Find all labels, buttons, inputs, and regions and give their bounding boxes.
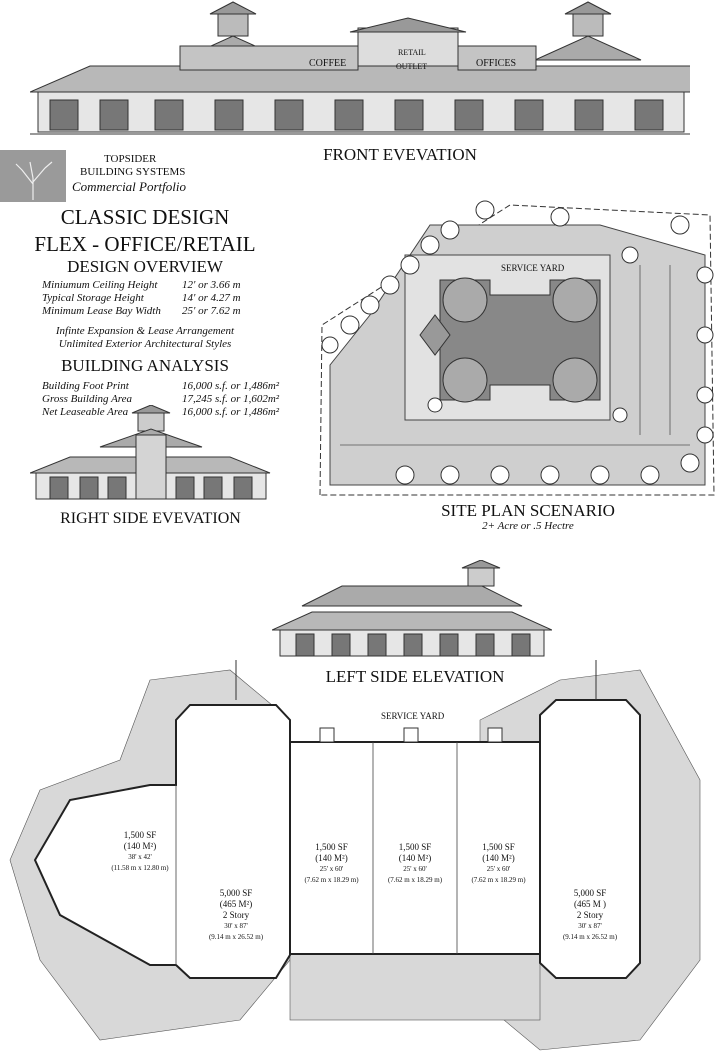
front-elevation-title: FRONT EVEVATION <box>323 145 477 164</box>
tree-icon <box>15 161 53 200</box>
left-side-title: LEFT SIDE ELEVATION <box>325 667 505 686</box>
unit-metric: (7.62 m x 18.29 m) <box>304 876 359 884</box>
unit-metric: (9.14 m x 26.52 m) <box>208 933 264 941</box>
brand-logo <box>0 150 66 202</box>
unit-dims: 25' x 60' <box>486 865 511 873</box>
unit-m2: (140 M²) <box>315 853 348 863</box>
site-plan-subtitle: 2+ Acre or .5 Hectre <box>482 520 574 532</box>
sign-retail: RETAIL <box>398 48 426 57</box>
unit-dims: 30' x 87' <box>578 922 602 930</box>
site-service-yard-label: SERVICE YARD <box>501 263 565 273</box>
unit-m2: (465 M²) <box>219 899 253 909</box>
right-side-elevation-drawing <box>30 405 271 500</box>
sign-coffee: COFFEE <box>309 58 347 69</box>
brand-line3: Commercial Portfolio <box>72 179 186 194</box>
feature-line2: Unlimited Exterior Architectural Styles <box>58 338 232 350</box>
unit-dims: 30' x 87' <box>224 922 248 930</box>
unit-sf: 5,000 SF <box>573 888 607 898</box>
unit-label: 5,000 SF (465 M ) 2 Story 30' x 87' (9.1… <box>550 888 630 943</box>
feature-line1: Infinte Expansion & Lease Arrangement <box>55 325 235 337</box>
design-overview-heading: DESIGN OVERVIEW <box>67 257 223 276</box>
site-plan-title: SITE PLAN SCENARIO <box>441 501 615 520</box>
unit-m2: (140 M²) <box>398 853 432 863</box>
unit-sf: 1,500 SF <box>123 830 157 840</box>
sign-outlet: OUTLET <box>396 62 428 71</box>
unit-sf: 1,500 SF <box>398 842 432 852</box>
unit-metric: (11.58 m x 12.80 m) <box>111 864 169 872</box>
unit-label: 1,500 SF (140 M²) 25' x 60' (7.62 m x 18… <box>457 842 540 886</box>
unit-sf: 1,500 SF <box>315 842 348 852</box>
floor-service-yard-label: SERVICE YARD <box>381 711 445 721</box>
unit-label: 1,500 SF (140 M²) 25' x 60' (7.62 m x 18… <box>373 842 457 886</box>
front-elevation-drawing <box>30 1 690 135</box>
brand-line1: TOPSIDER <box>104 153 157 165</box>
unit-metric: (7.62 m x 18.29 m) <box>471 876 526 884</box>
title-classic-design: CLASSIC DESIGN <box>60 205 230 229</box>
brand-line2: BUILDING SYSTEMS <box>80 166 186 178</box>
unit-dims: 38' x 42' <box>128 853 152 861</box>
unit-metric: (9.14 m x 26.52 m) <box>562 933 618 941</box>
unit-story: 2 Story <box>576 910 604 920</box>
unit-sf: 5,000 SF <box>219 888 253 898</box>
unit-sf: 1,500 SF <box>482 842 515 852</box>
title-flex-office-retail: FLEX - OFFICE/RETAIL <box>34 232 256 256</box>
unit-label: 5,000 SF (465 M²) 2 Story 30' x 87' (9.1… <box>196 888 276 943</box>
sign-offices: OFFICES <box>476 58 517 69</box>
left-side-elevation-drawing <box>272 560 552 657</box>
building-analysis-heading: BUILDING ANALYSIS <box>61 356 229 375</box>
unit-label: 1,500 SF (140 M²) 38' x 42' (11.58 m x 1… <box>100 830 180 874</box>
unit-dims: 25' x 60' <box>319 865 344 873</box>
unit-m2: (465 M ) <box>574 899 606 909</box>
unit-story: 2 Story <box>222 910 250 920</box>
unit-dims: 25' x 60' <box>403 865 427 873</box>
site-plan-drawing <box>319 200 715 496</box>
floor-plan-drawing <box>9 660 701 1051</box>
right-side-title: RIGHT SIDE EVEVATION <box>60 510 241 527</box>
unit-metric: (7.62 m x 18.29 m) <box>387 876 443 884</box>
unit-m2: (140 M²) <box>482 853 515 863</box>
unit-label: 1,500 SF (140 M²) 25' x 60' (7.62 m x 18… <box>290 842 373 886</box>
unit-m2: (140 M²) <box>123 841 157 851</box>
